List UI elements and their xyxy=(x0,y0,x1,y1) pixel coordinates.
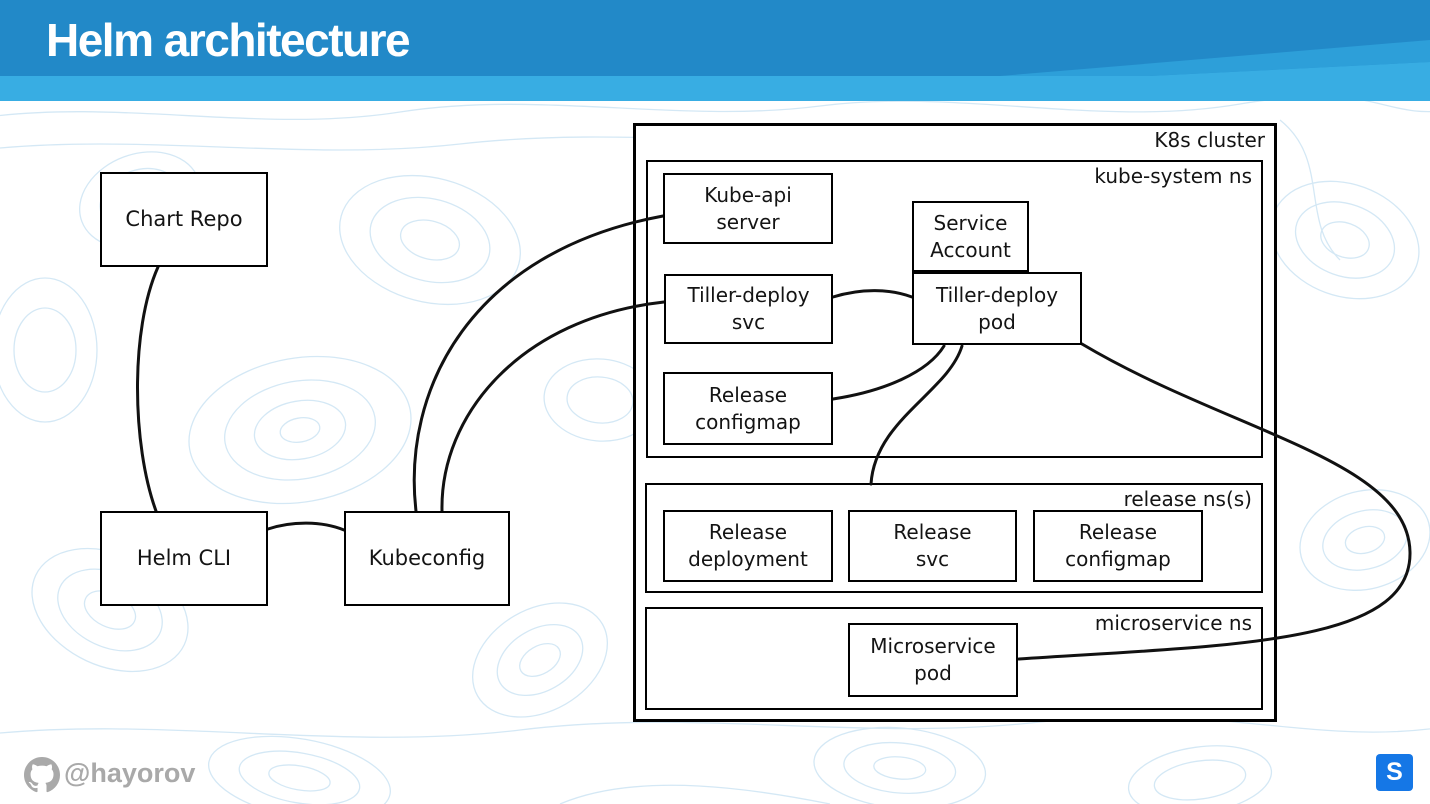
node-kubeconfig-label: Kubeconfig xyxy=(368,546,486,570)
node-kube-api-server: Kube-api server xyxy=(663,173,833,244)
release-ns-label: release ns(s) xyxy=(1123,487,1252,511)
header-light-band xyxy=(0,62,1430,101)
edge-kubeconfig-tiller-deploy-svc xyxy=(440,300,666,513)
node-kubeconfig: Kubeconfig xyxy=(344,511,510,606)
node-release-svc: Release svc xyxy=(848,510,1017,582)
node-release-deployment-label: Release xyxy=(708,520,788,544)
edge-helm-cli-kubeconfig xyxy=(266,521,346,532)
github-octocat-icon xyxy=(24,757,60,793)
node-release-svc-label: Release xyxy=(893,520,972,544)
node-chart-repo-label: Chart Repo xyxy=(125,207,243,231)
node-release-configmap-kube-system-label: Release xyxy=(708,382,788,407)
node-tiller-deploy-pod: Tiller-deploy pod xyxy=(912,272,1082,345)
header-banner xyxy=(0,0,1430,101)
node-release-configmap-label: Release xyxy=(1078,520,1158,544)
node-kube-api-server-label: Kube-api xyxy=(704,182,792,207)
page-title: Helm architecture xyxy=(46,14,411,66)
node-microservice-pod: Microservice pod xyxy=(848,623,1018,697)
node-microservice-pod-label: Microservice xyxy=(870,634,996,658)
edge-kubeconfig-kube-api-server xyxy=(412,214,665,513)
kube-system-ns-label: kube-system ns xyxy=(1094,164,1252,188)
node-service-account-label: Service xyxy=(933,210,1008,235)
node-chart-repo: Chart Repo xyxy=(100,172,268,267)
node-release-configmap-kube-system: Release configmap xyxy=(663,372,833,445)
node-tiller-deploy-svc-label: Tiller-deploy xyxy=(687,283,810,307)
microservice-ns-label: microservice ns xyxy=(1094,611,1252,635)
node-tiller-deploy-svc: Tiller-deploy svc xyxy=(664,274,833,344)
edge-chart-repo-helm-cli xyxy=(136,265,160,513)
k8s-cluster-label: K8s cluster xyxy=(1154,128,1265,152)
github-handle: @hayorov xyxy=(64,758,196,788)
node-service-account: Service Account xyxy=(912,201,1029,272)
node-tiller-deploy-pod-label: Tiller-deploy xyxy=(935,282,1059,307)
brand-logo: S xyxy=(1376,754,1413,791)
node-release-configmap: Release configmap xyxy=(1033,510,1203,582)
node-helm-cli: Helm CLI xyxy=(100,511,268,606)
node-release-deployment: Release deployment xyxy=(663,510,833,582)
header-wedge-shape xyxy=(1000,40,1430,76)
brand-logo-letter: S xyxy=(1386,758,1403,786)
node-helm-cli-label: Helm CLI xyxy=(136,546,232,570)
